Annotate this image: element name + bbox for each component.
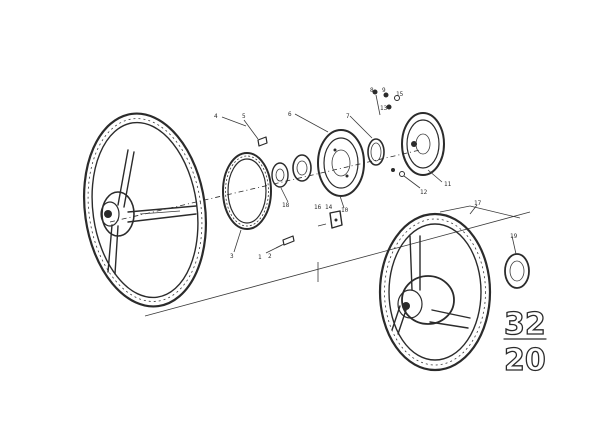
group-number-top: 32 — [504, 307, 546, 342]
part-16-disc — [292, 154, 312, 182]
callout-4: 4 — [214, 113, 218, 120]
part-5-screw — [243, 119, 268, 147]
callout-2: 2 — [268, 253, 272, 260]
callout-7: 7 — [346, 113, 350, 120]
small-hardware — [372, 89, 405, 177]
callout-13: 13 — [380, 105, 388, 112]
callout-18: 18 — [282, 202, 290, 209]
part-6-horn-plate — [317, 129, 365, 197]
part-3-ring — [222, 152, 272, 230]
callout-11: 11 — [444, 181, 452, 188]
callout-12: 12 — [420, 189, 428, 196]
callout-5: 5 — [242, 113, 246, 120]
part-11-horn-cap — [401, 112, 445, 176]
callout-labels: 4 5 6 7 8 9 15 13 3 1 2 18 10 16 14 12 1… — [214, 87, 518, 261]
part-10-washer — [271, 162, 289, 188]
part-14-clip — [317, 210, 343, 229]
part-7-spring — [367, 138, 385, 166]
callout-16: 16 — [314, 204, 322, 211]
callout-17: 17 — [474, 200, 482, 207]
callout-9: 9 — [382, 87, 386, 94]
steering-wheel-large — [82, 112, 208, 308]
group-number-bottom: 20 — [504, 343, 546, 378]
callout-10: 10 — [341, 207, 349, 214]
callout-3: 3 — [230, 253, 234, 260]
part-19-cap — [504, 253, 530, 289]
guide-lines — [109, 149, 531, 317]
callout-14: 14 — [325, 204, 333, 211]
part-2-screw — [275, 235, 295, 249]
callout-1: 1 — [258, 254, 262, 261]
leader-lines — [221, 113, 517, 255]
callout-8: 8 — [370, 87, 374, 94]
callout-19: 19 — [510, 233, 518, 240]
callout-6: 6 — [288, 111, 292, 118]
steering-wheel-small — [378, 212, 492, 372]
callout-15: 15 — [396, 91, 404, 98]
group-number: 32 20 — [503, 306, 547, 379]
